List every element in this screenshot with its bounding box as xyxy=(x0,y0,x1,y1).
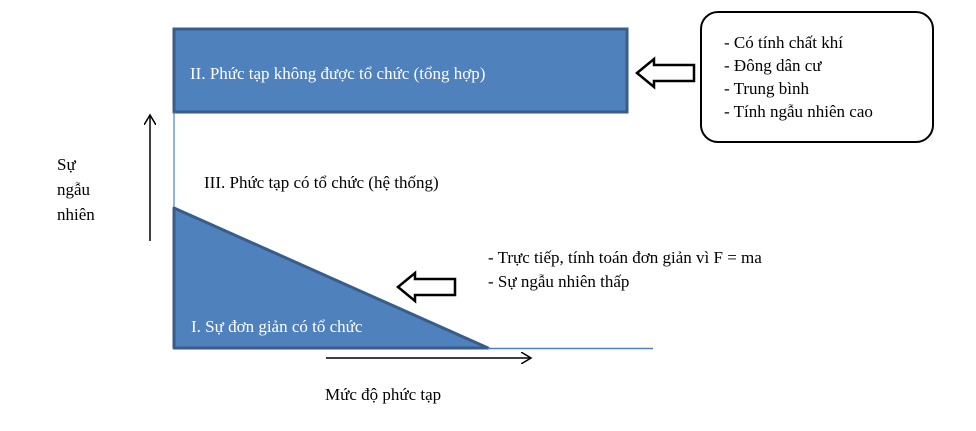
region-unorganized-label: II. Phức tạp không được tổ chức (tổng hợ… xyxy=(190,64,486,83)
simple-organized-triangle xyxy=(172,206,490,350)
region-simple-label: I. Sự đơn giản có tổ chức xyxy=(191,317,363,336)
callout-item: - Đông dân cư xyxy=(724,56,822,75)
unorganized-complexity-box xyxy=(172,27,629,114)
simple-note-item: - Trực tiếp, tính toán đơn giản vì F = m… xyxy=(488,248,762,267)
y-axis-label-line: nhiên xyxy=(57,205,95,224)
callout-item: - Trung bình xyxy=(724,79,810,98)
simple-note-item: - Sự ngẫu nhiên thấp xyxy=(488,272,630,291)
region-organized-label: III. Phức tạp có tổ chức (hệ thống) xyxy=(204,173,439,192)
left-hollow-arrow-icon xyxy=(396,270,457,304)
callout-item: - Tính ngẫu nhiên cao xyxy=(724,102,873,121)
y-axis-label-line: Sự xyxy=(57,155,76,174)
left-hollow-arrow-icon xyxy=(635,56,696,90)
y-axis-label-line: ngẫu xyxy=(57,180,91,199)
callout-item: - Có tính chất khí xyxy=(724,33,843,52)
callout-box-high-randomness: - Có tính chất khí - Đông dân cư - Trung… xyxy=(700,11,934,143)
x-axis-label: Mức độ phức tạp xyxy=(325,385,442,404)
